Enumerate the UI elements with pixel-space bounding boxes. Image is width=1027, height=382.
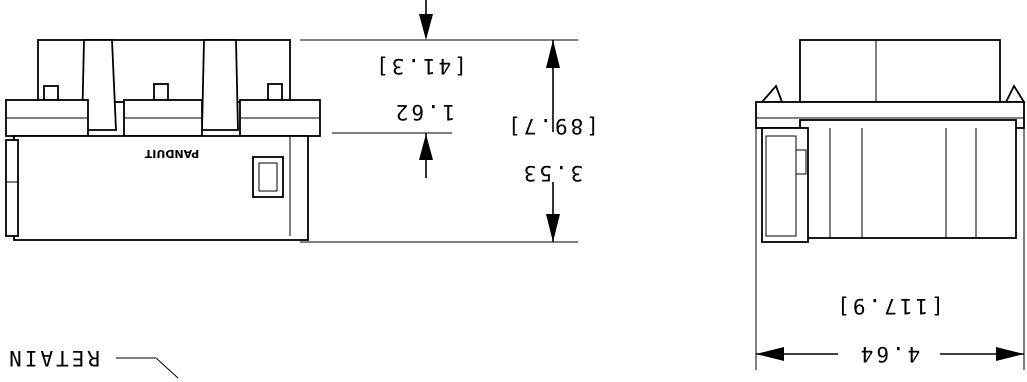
width-dim-mm: [117.9] [834, 294, 944, 318]
front-window [252, 156, 284, 198]
partial-dim-inch: 1.62 [393, 100, 456, 124]
partial-dim-mm: [41.3] [373, 54, 467, 78]
knob-3 [267, 83, 283, 101]
brand-label: PANDUIT [144, 147, 199, 160]
side-view [755, 39, 1026, 243]
side-top-housing [799, 39, 1001, 103]
horizontal-dimension: [117.9] 4.64 [755, 128, 1025, 370]
width-dim-inch: 4.64 [858, 342, 921, 366]
knob-2 [153, 83, 169, 101]
front-view: PANDUIT [5, 39, 321, 241]
side-lower-body [799, 119, 1017, 239]
vertical-dimensions: [41.3] 1.62 [89.7] 3.53 [300, 0, 599, 243]
height-dim-inch: 3.53 [521, 161, 584, 185]
side-tab-right [1004, 84, 1026, 103]
side-clip [5, 139, 19, 237]
knob-1 [43, 85, 59, 101]
height-dim-mm: [89.7] [505, 114, 599, 138]
callout-label: RETAIN [6, 346, 100, 370]
retain-callout: RETAIN [6, 346, 179, 379]
post-right [201, 39, 239, 131]
side-tab-left [760, 84, 784, 103]
side-clip-body [761, 127, 809, 243]
